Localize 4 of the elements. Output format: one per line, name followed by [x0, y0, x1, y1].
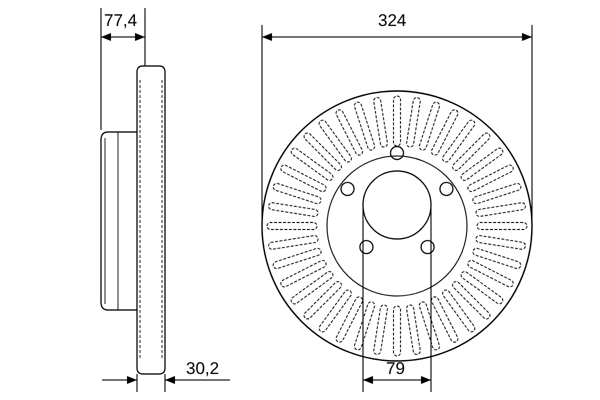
dimension-label: 30,2: [186, 358, 220, 380]
dimension-label: 324: [378, 10, 406, 32]
dimension-label: 79: [386, 358, 405, 380]
dimension-label: 77,4: [104, 10, 138, 32]
